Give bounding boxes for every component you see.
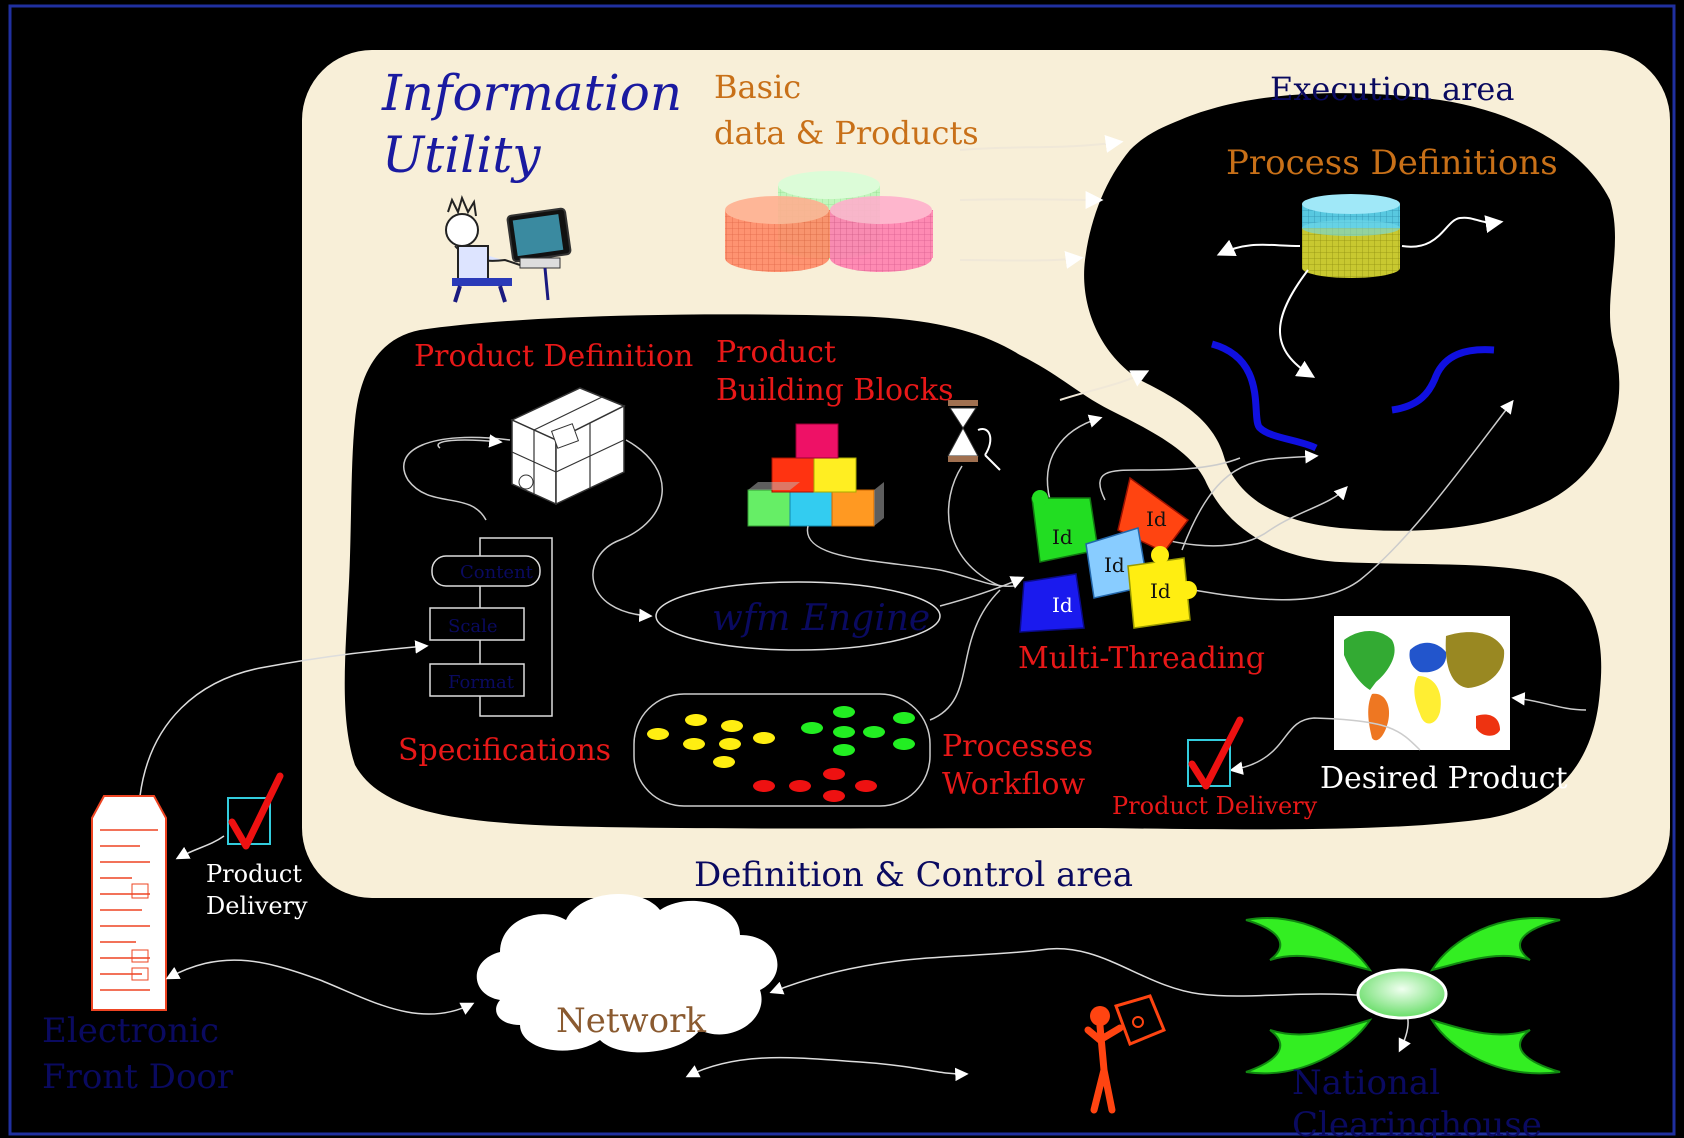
spec-format-box	[429, 663, 525, 697]
cube-icon	[510, 387, 626, 506]
processes-workflow-line2: Workflow	[942, 767, 1085, 802]
processes-workflow-box	[633, 693, 931, 807]
puzzle-id-red: Id	[1146, 507, 1167, 531]
front-door-line2: Front Door	[42, 1057, 234, 1097]
spec-format-label: Format	[448, 672, 515, 693]
clearinghouse-hub-icon	[1245, 917, 1561, 1075]
product-definition-label: Product Definition	[414, 339, 693, 374]
checkmark-outer-icon	[227, 772, 284, 850]
execution-area-label: Execution area	[1270, 70, 1514, 108]
title-line2: Utility	[382, 126, 541, 184]
wfm-engine-ellipse	[655, 581, 941, 651]
hourglass-figure-icon	[947, 400, 1001, 471]
spec-scale-box	[429, 607, 525, 641]
world-map-image	[1334, 616, 1510, 750]
multi-threading-label: Multi-Threading	[1018, 641, 1265, 676]
puzzle-id-green: Id	[1052, 525, 1073, 549]
specifications-label: Specifications	[398, 733, 611, 768]
specifications-box: Content Scale Format	[429, 537, 553, 717]
basic-data-line2: data & Products	[714, 114, 979, 152]
definition-control-area-label: Definition & Control area	[694, 855, 1133, 895]
process-definitions-label: Process Definitions	[1226, 143, 1558, 183]
building-blocks-line2: Building Blocks	[716, 373, 954, 408]
product-delivery-outer-line2: Delivery	[206, 892, 308, 920]
front-door-building-icon	[91, 795, 167, 1011]
outer-border	[8, 4, 1676, 1136]
checkmark-inner-icon	[1187, 716, 1244, 790]
network-cloud-icon	[476, 893, 778, 1053]
clearinghouse-line1: National	[1292, 1063, 1440, 1103]
process-database-icon	[1302, 194, 1400, 278]
spec-scale-label: Scale	[448, 616, 498, 637]
front-door-line1: Electronic	[42, 1011, 219, 1051]
building-blocks-icon	[747, 423, 884, 527]
processes-workflow-line1: Processes	[942, 729, 1093, 764]
clearinghouse-line2: Clearinghouse	[1292, 1105, 1542, 1138]
title-line1: Information	[381, 64, 682, 122]
puzzle-id-blue: Id	[1052, 593, 1073, 617]
person-with-sign-icon	[1084, 994, 1166, 1114]
workflow-dots	[647, 706, 915, 802]
database-icon-group	[725, 171, 933, 272]
spec-content-label: Content	[460, 562, 534, 583]
building-blocks-line1: Product	[716, 335, 836, 370]
execution-area-region	[1084, 93, 1620, 531]
spec-content-box	[431, 555, 541, 587]
puzzle-id-yellow: Id	[1150, 579, 1171, 603]
product-delivery-outer-line1: Product	[206, 860, 302, 888]
database-orange-icon	[725, 196, 830, 272]
puzzle-id-lightblue: Id	[1104, 553, 1125, 577]
network-label: Network	[556, 1001, 706, 1041]
product-delivery-inner-label: Product Delivery	[1112, 792, 1318, 820]
puzzle-pieces-icon: Id Id Id Id Id	[1019, 476, 1197, 633]
desired-product-label: Desired Product	[1320, 761, 1568, 796]
basic-data-line1: Basic	[714, 68, 801, 106]
wfm-engine-label: wfm Engine	[712, 598, 930, 639]
database-pink-icon	[830, 196, 933, 272]
person-at-computer-icon	[445, 195, 572, 303]
